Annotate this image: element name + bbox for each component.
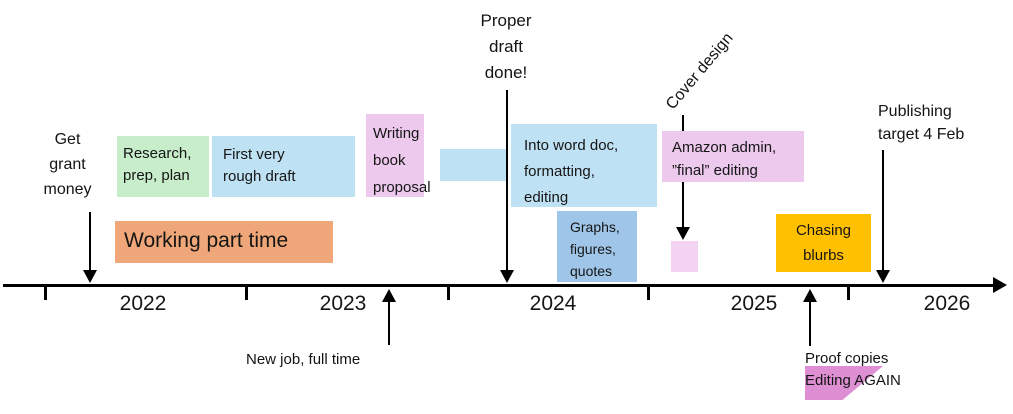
year-label-2025: 2025: [730, 292, 778, 315]
new-job-arrow-line: [388, 300, 390, 345]
axis-tick-4: [647, 287, 650, 300]
box-chasing-blurbs: Chasing blurbs: [776, 214, 871, 272]
proof-copies-label: Proof copies: [805, 350, 889, 367]
year-label-2023: 2023: [319, 292, 367, 315]
box-writing-book-proposal: Writing book proposal: [366, 114, 431, 197]
year-label-2024: 2024: [529, 292, 577, 315]
box-research-prep-plan: Research, prep, plan: [117, 136, 209, 197]
proper-draft-label: Proper draft done!: [480, 11, 532, 82]
box-cover-design-target: [671, 241, 698, 272]
year-label-2026: 2026: [923, 292, 971, 315]
cover-design-arrowhead: [676, 227, 690, 240]
publishing-target-label: Publishing target 4 Feb: [878, 103, 965, 143]
box-into-word-doc: Into word doc, formatting, editing: [511, 124, 657, 207]
publishing-target-arrowhead: [876, 270, 890, 283]
cover-design-label: Cover design: [662, 29, 737, 113]
box-bridge-blue: [440, 149, 508, 181]
axis-tick-1: [44, 287, 47, 300]
new-job-label: New job, full time: [246, 351, 361, 368]
year-label-2022: 2022: [119, 292, 167, 315]
proof-copies-arrowhead: [803, 289, 817, 302]
timeline-axis: [3, 284, 995, 287]
proper-draft-arrowhead: [500, 270, 514, 283]
new-job-arrowhead: [382, 289, 396, 302]
editing-again-label: Editing AGAIN: [805, 372, 901, 389]
axis-arrowhead: [993, 277, 1007, 293]
axis-tick-3: [447, 287, 450, 300]
proper-draft-arrow-line: [506, 90, 508, 272]
box-graphs-figures-quotes: Graphs, figures, quotes: [557, 211, 637, 282]
axis-tick-5: [847, 287, 850, 300]
axis-tick-2: [245, 287, 248, 300]
get-grant-money-label: Get grant money: [43, 131, 92, 198]
publishing-target-arrow-line: [882, 150, 884, 271]
get-grant-arrow-line: [89, 212, 91, 271]
box-amazon-admin: Amazon admin, ”final” editing: [662, 131, 804, 182]
get-grant-arrowhead: [83, 270, 97, 283]
proof-copies-arrow-line: [809, 300, 811, 346]
box-working-part-time: Working part time: [115, 221, 333, 263]
box-first-rough-draft: First very rough draft: [212, 136, 355, 197]
